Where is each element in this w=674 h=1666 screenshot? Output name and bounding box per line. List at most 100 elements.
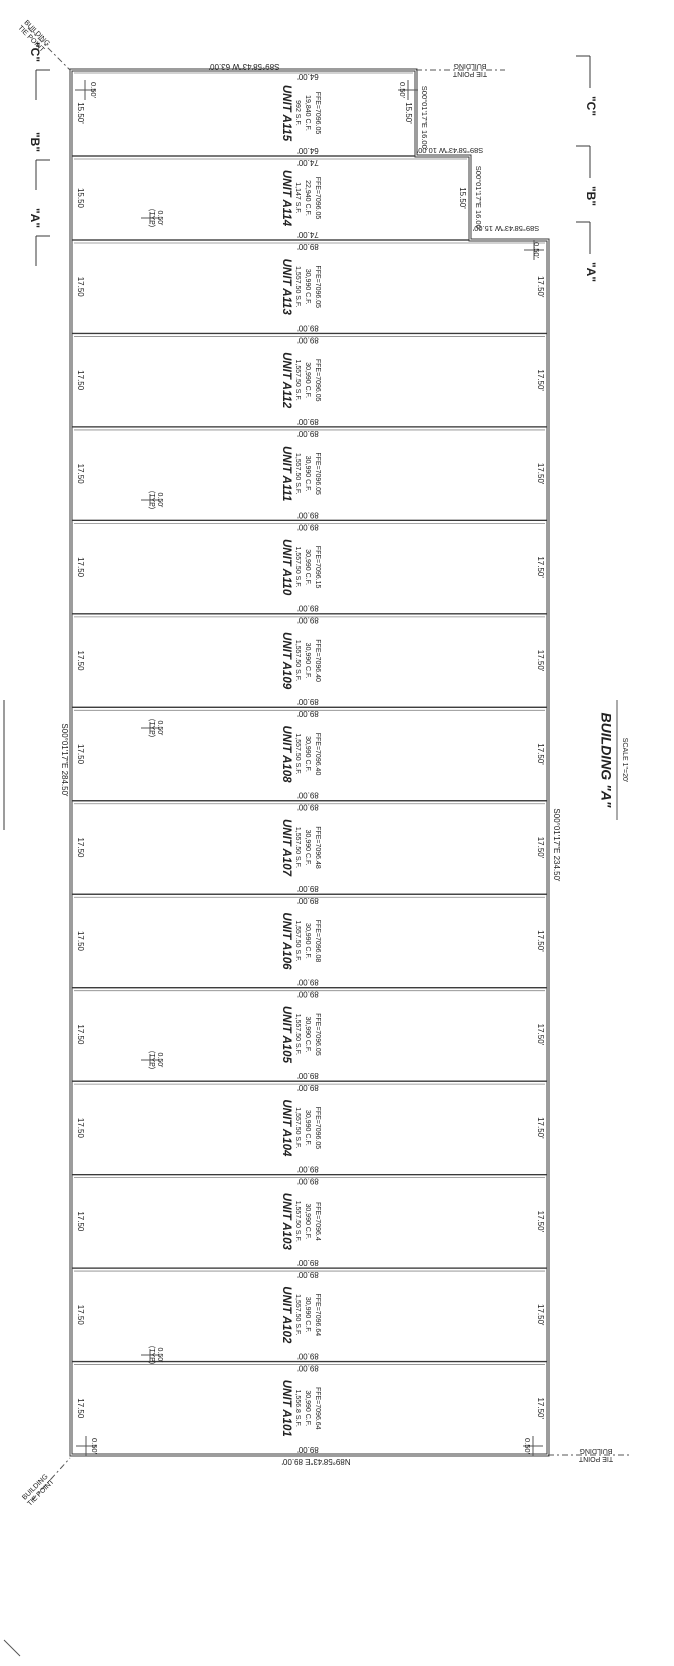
offset-typ-label: 0.50'(TYP)	[148, 1346, 163, 1364]
offset-bottom-left-label: 0.50'	[90, 1438, 99, 1455]
unit-width-left: 15.50'	[76, 102, 85, 124]
unit-width-right: 15.50'	[404, 102, 413, 124]
unit-depth-top: 89.00'	[297, 616, 319, 625]
unit-depth-top: 89.00'	[297, 990, 319, 999]
unit-outline	[70, 69, 417, 157]
offset-typ-label-line: 0.50'	[156, 1053, 163, 1068]
unit-depth-top: 89.00'	[297, 1083, 319, 1092]
unit-width-left: 17.50	[76, 277, 85, 298]
unit-area: 992 S.F.	[294, 100, 301, 126]
unit-area: 1,557.50 S.F.	[294, 1294, 301, 1335]
unit-ffe: FFE=7096.05	[314, 452, 321, 495]
unit-area: 1,556.8 S.F.	[294, 1390, 301, 1427]
unit-name: UNIT A109	[280, 632, 292, 690]
offset-a-right-label: 0.50'	[532, 242, 541, 259]
unit-name: UNIT A106	[280, 912, 292, 970]
unit-name: UNIT A108	[280, 725, 292, 783]
tie-point-top-right-line: BUILDING	[453, 62, 486, 69]
unit-volume: 30,990 C.F.	[304, 1390, 311, 1426]
unit-volume: 30,990 C.F.	[304, 1110, 311, 1146]
unit-ffe: FFE=7096.05	[314, 177, 321, 220]
unit-ffe: FFE=7096.40	[314, 733, 321, 776]
offset-typ-label-line: (TYP)	[148, 491, 155, 509]
unit-width-left: 17.50	[76, 1024, 85, 1045]
building-title-block: BUILDING "A"SCALE 1"=20'	[598, 700, 628, 820]
unit-depth-top: 89.00'	[297, 429, 319, 438]
unit-width-right: 17.50'	[536, 930, 545, 952]
unit-volume: 19,840 C.F.	[304, 95, 311, 131]
unit-depth-top: 89.00'	[297, 242, 319, 251]
unit-name: UNIT A113	[280, 259, 292, 316]
unit-area: 1,557.50 S.F.	[294, 360, 301, 401]
unit-area: 1,557.50 S.F.	[294, 1201, 301, 1242]
unit-volume: 22,940 C.F.	[304, 180, 311, 216]
building-outline-inner	[70, 69, 549, 1456]
offset-typ-label: 0.50'(TYP)	[148, 209, 163, 227]
unit-width-right: 17.50'	[536, 369, 545, 391]
unit-depth-bottom: 89.00'	[297, 978, 319, 987]
offset-typ-label-line: (TYP)	[148, 1346, 155, 1364]
unit-area: 1,557.50 S.F.	[294, 733, 301, 774]
section-c-right-label: "C"	[584, 96, 598, 116]
unit-outline	[70, 155, 471, 241]
unit-ffe: FFE=7096.05	[314, 92, 321, 135]
unit-depth-bottom: 89.00'	[297, 884, 319, 893]
offset-typ-label-line: (TYP)	[148, 719, 155, 737]
unit-depth-top: 89.00'	[297, 335, 319, 344]
unit-width-left: 17.50	[76, 931, 85, 952]
unit-width-left: 15.50	[76, 188, 85, 209]
unit-volume: 30,990 C.F.	[304, 549, 311, 585]
tie-point-top-right-line: TIE POINT	[452, 70, 487, 77]
unit-width-left: 17.50	[76, 464, 85, 485]
unit-depth-top: 89.00'	[297, 1177, 319, 1186]
offset-c-right-label: 0.50'	[398, 82, 407, 99]
bearing-bottom: N89°58'43"E 89.00'	[281, 1457, 351, 1466]
unit-ffe: FFE=7096.05	[314, 1107, 321, 1150]
offset-typ-label-line: (TYP)	[148, 209, 155, 227]
unit-ffe: FFE=7096.64	[314, 1387, 321, 1430]
unit-volume: 30,990 C.F.	[304, 830, 311, 866]
unit-depth-bottom: 64.00'	[297, 146, 319, 155]
unit-width-right: 15.50'	[458, 187, 467, 209]
tie-leader-bottom-left	[31, 1457, 71, 1501]
unit-depth-top: 89.00'	[297, 1363, 319, 1372]
unit-depth-top: 89.00'	[297, 803, 319, 812]
unit-width-right: 17.50'	[536, 743, 545, 765]
unit-volume: 30,990 C.F.	[304, 1203, 311, 1239]
section-a-left-label: "A"	[28, 208, 42, 228]
unit-width-left: 17.50	[76, 1118, 85, 1139]
unit-volume: 30,990 C.F.	[304, 1017, 311, 1053]
unit-ffe: FFE=7096.05	[314, 359, 321, 402]
unit-width-left: 17.50	[76, 651, 85, 672]
unit-width-right: 17.50'	[536, 556, 545, 578]
bearing-step-b-top: S89°58'43"W 10.00'	[416, 146, 483, 155]
unit-ffe: FFE=7096.4	[314, 1202, 321, 1241]
unit-ffe: FFE=7096.05	[314, 265, 321, 308]
unit-name: UNIT A111	[280, 446, 292, 501]
unit-depth-bottom: 89.00'	[297, 323, 319, 332]
offset-typ-label-line: 0.50'	[156, 721, 163, 736]
unit-depth-bottom: 89.00'	[297, 697, 319, 706]
unit-depth-bottom: 74.00'	[297, 230, 319, 239]
unit-depth-top: 89.00'	[297, 896, 319, 905]
unit-area: 1,557.50 S.F.	[294, 640, 301, 681]
unit-depth-bottom: 89.00'	[297, 1071, 319, 1080]
unit-name: UNIT A105	[280, 1006, 292, 1064]
unit-area: 1,557.50 S.F.	[294, 546, 301, 587]
unit-name: UNIT A115	[280, 85, 292, 142]
unit-name: UNIT A112	[280, 352, 292, 409]
offset-typ-label: 0.50'(TYP)	[148, 491, 163, 509]
offset-typ-label: 0.50'(TYP)	[148, 1051, 163, 1069]
